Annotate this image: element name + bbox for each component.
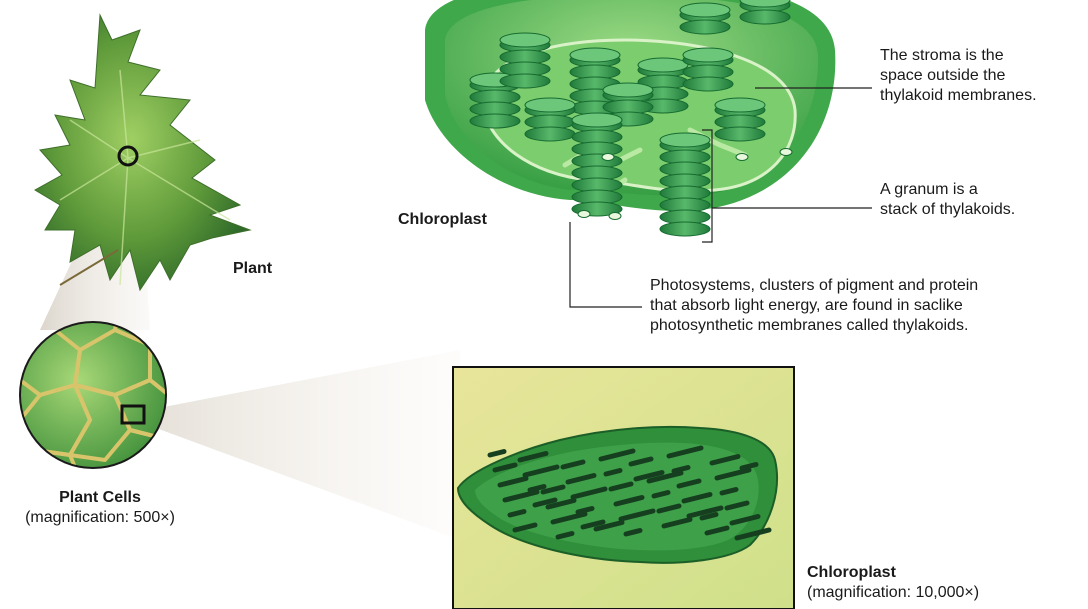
thylakoid-top (603, 83, 653, 97)
granum-line-2: stack of thylakoids. (880, 200, 1015, 220)
thylakoid-top (680, 3, 730, 17)
granum-stack (525, 98, 575, 141)
stroma-line-3: thylakoid membranes. (880, 86, 1037, 106)
granum-stack (683, 48, 733, 91)
photosystems-line-3: photosynthetic membranes called thylakoi… (650, 316, 978, 336)
granum-stack (715, 98, 765, 141)
stroma-line-2: space outside the (880, 66, 1037, 86)
thylakoid-opening (780, 149, 792, 156)
micrograph-lamella (530, 487, 544, 491)
plant-cells-magnification: (magnification: 500×) (0, 508, 200, 528)
micrograph-lamella (702, 515, 716, 519)
thylakoid-disc (680, 20, 730, 34)
thylakoid-opening (609, 213, 621, 220)
micrograph-lamella (558, 534, 572, 538)
thylakoid-opening (736, 154, 748, 161)
thylakoid-top (715, 98, 765, 112)
thylakoid-top (572, 113, 622, 127)
micrograph-lamella (606, 471, 620, 475)
photosystems-line-2: that absorb light energy, are found in s… (650, 296, 978, 316)
granum-callout: A granum is a stack of thylakoids. (880, 180, 1015, 220)
chloroplast-diagram-label: Chloroplast (398, 210, 487, 230)
micrograph-lamella (654, 493, 668, 497)
granum-stack (500, 33, 550, 88)
granum-stack (740, 0, 790, 24)
plant-cells-title: Plant Cells (0, 488, 200, 508)
thylakoid-top (660, 133, 710, 147)
micrograph-lamella (626, 531, 640, 535)
stroma-line-1: The stroma is the (880, 46, 1037, 66)
maple-leaf-image (35, 15, 250, 290)
thylakoid-top (683, 48, 733, 62)
granum-stack (572, 113, 622, 216)
thylakoid-top (525, 98, 575, 112)
thylakoid-disc (660, 222, 710, 236)
micrograph-lamella (490, 452, 504, 456)
micrograph-lamella (674, 468, 688, 472)
micrograph-lamella (510, 512, 524, 516)
thylakoid-disc (470, 114, 520, 128)
photosystem-leader (570, 222, 642, 307)
thylakoid-disc (683, 77, 733, 91)
granum-stack (660, 133, 710, 236)
thylakoid-opening (578, 211, 590, 218)
thylakoid-disc (500, 74, 550, 88)
granum-line-1: A granum is a (880, 180, 1015, 200)
thylakoid-top (570, 48, 620, 62)
chloroplast-micrograph-title: Chloroplast (807, 563, 896, 583)
thylakoid-top (500, 33, 550, 47)
thylakoid-top (638, 58, 688, 72)
micrograph-lamella (722, 490, 736, 494)
micrograph-lamella (742, 465, 756, 469)
micrograph-lamella (578, 509, 592, 513)
photosystems-callout: Photosystems, clusters of pigment and pr… (650, 276, 978, 336)
thylakoid-disc (740, 10, 790, 24)
chloroplast-micrograph (454, 368, 793, 609)
plant-label: Plant (233, 259, 272, 279)
thylakoid-disc (525, 127, 575, 141)
chloroplast-micrograph-magnification: (magnification: 10,000×) (807, 583, 979, 603)
photosystems-line-1: Photosystems, clusters of pigment and pr… (650, 276, 978, 296)
stroma-callout: The stroma is the space outside the thyl… (880, 46, 1037, 106)
thylakoid-disc (715, 127, 765, 141)
granum-stack (680, 3, 730, 34)
thylakoid-opening (602, 154, 614, 161)
